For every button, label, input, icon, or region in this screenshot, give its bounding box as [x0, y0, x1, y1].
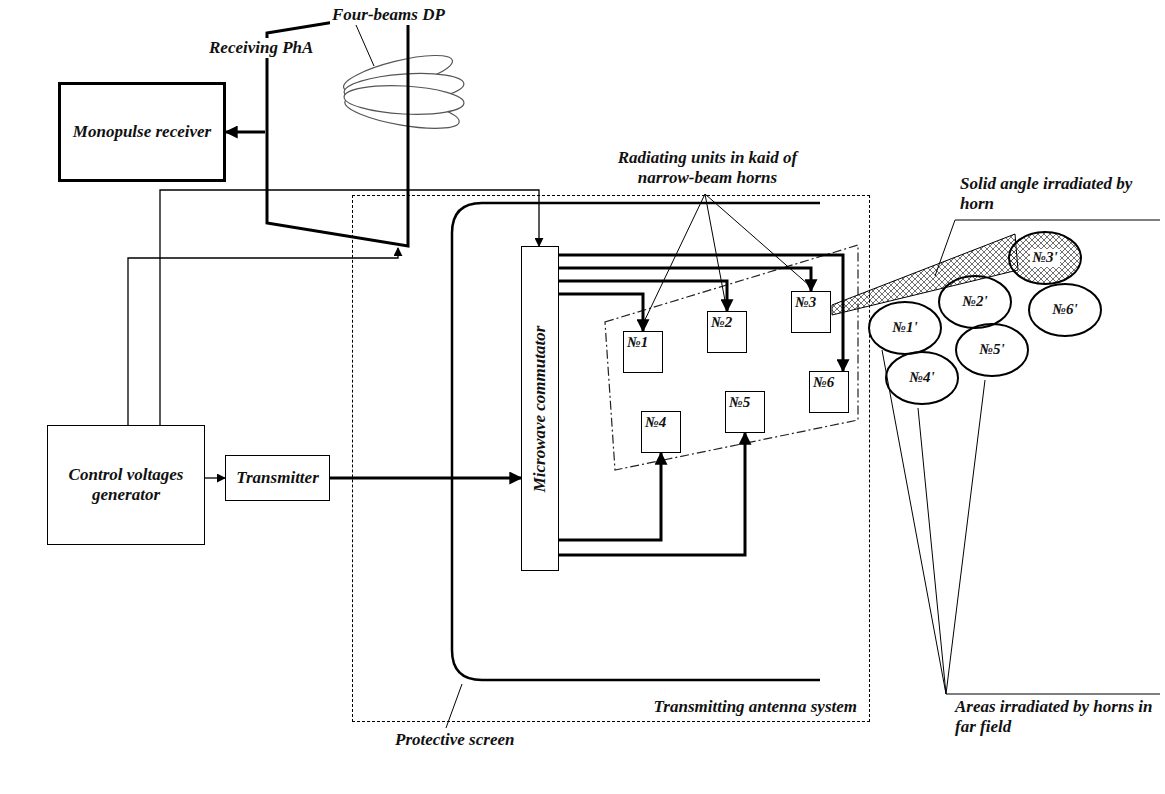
connector-arrow — [559, 294, 643, 331]
leader-line — [935, 220, 955, 276]
node-label: Transmitting antenna system — [654, 697, 857, 717]
far-field-area: №6' — [1027, 282, 1103, 338]
connector-arrow — [128, 248, 398, 425]
leader-lines — [356, 25, 1160, 728]
connector-arrow — [330, 477, 521, 480]
node-label: Monopulse receiver — [67, 122, 217, 142]
horn-radiator: №4 — [641, 411, 681, 453]
node-label: Microwave commutator — [530, 325, 550, 492]
horn-array-outline — [605, 245, 858, 470]
horn-radiator: №3 — [791, 291, 831, 333]
ellipse-outline — [886, 352, 958, 404]
annotation-label: Areas irradiated by horns in far field — [955, 697, 1160, 738]
far-field-area: №3' — [1007, 230, 1083, 286]
callout-number: №6' — [1050, 301, 1079, 318]
node-label: Control voltages generator — [48, 465, 204, 504]
antenna-plane: Receiving PhA — [265, 8, 410, 248]
horn-radiator: №6 — [809, 371, 849, 413]
irradiated-area-hatch — [1009, 232, 1081, 284]
leader-line — [918, 408, 946, 694]
system-boundary: Transmitting antenna system Microwave com… — [352, 195, 870, 722]
node-label: Transmitter — [230, 468, 325, 488]
receiver-box: Monopulse receiver — [58, 82, 226, 182]
horn-radiator: №1 — [623, 331, 663, 373]
callout-number: №1' — [890, 319, 919, 336]
connector-arrow — [559, 255, 843, 371]
annotation-label: Radiating units in kaid of narrow-beam h… — [605, 148, 810, 189]
callout-number: №2 — [711, 314, 732, 331]
annotation-label: Four-beams DP — [330, 5, 454, 25]
far-field-area: №4' — [884, 350, 960, 406]
protective-screen — [452, 203, 820, 680]
leader-line — [705, 194, 810, 286]
callout-number: №4' — [907, 369, 936, 386]
connector-arrow — [559, 268, 811, 291]
connector-arrow — [160, 190, 539, 425]
leader-line — [705, 194, 726, 306]
connector-arrow — [559, 453, 661, 540]
horn-radiator: №5 — [725, 391, 765, 433]
leader-line — [642, 194, 705, 326]
node-label: Receiving PhA — [207, 38, 315, 58]
horn-radiator: №2 — [707, 311, 747, 353]
irradiated-solid-angle — [832, 234, 1018, 315]
callout-number: №1 — [627, 334, 648, 351]
callout-number: №4 — [645, 414, 666, 431]
label-underline — [946, 694, 1160, 695]
annotation-label: Protective screen — [395, 730, 555, 750]
leader-line — [356, 25, 374, 66]
callout-number: №3' — [1030, 249, 1059, 266]
leader-line — [946, 380, 985, 694]
ellipse-outline — [869, 302, 941, 354]
callout-number: №5 — [729, 394, 750, 411]
beam-lobes — [341, 48, 465, 135]
transmitter-box: Transmitter — [225, 455, 330, 501]
connector-arrow — [205, 477, 225, 478]
callout-number: №6 — [813, 374, 834, 391]
commutator-box: Microwave commutator — [521, 246, 559, 571]
beam-lobe — [343, 83, 464, 117]
ellipse-outline — [939, 276, 1011, 328]
callout-number: №2' — [960, 293, 989, 310]
connector-arrow — [226, 131, 265, 134]
label-underline — [955, 220, 1160, 221]
ellipse-outline — [1029, 284, 1101, 336]
callout-number: №5' — [977, 341, 1006, 358]
callout-number: №3 — [795, 294, 816, 311]
far-field-area: №1' — [867, 300, 943, 356]
connector-arrow — [559, 281, 727, 311]
ellipse-outline — [1009, 232, 1081, 284]
annotation-label: Solid angle irradiated by horn — [960, 174, 1160, 215]
far-field-area: №2' — [937, 274, 1013, 330]
ellipse-outline — [956, 324, 1028, 376]
generator-box: Control voltages generator — [47, 425, 205, 545]
far-field-area: №5' — [954, 322, 1030, 378]
